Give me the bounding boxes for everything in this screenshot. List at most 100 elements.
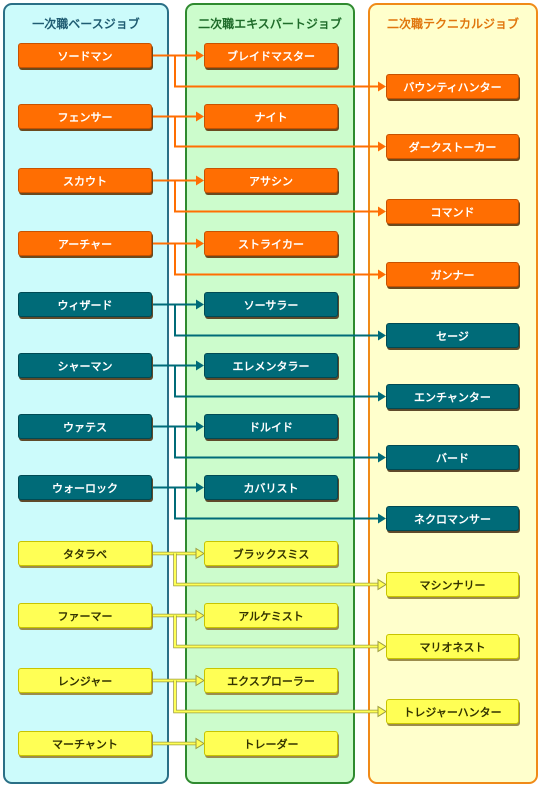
expert-job-box-label: ブラックスミス (232, 547, 310, 561)
arrow-to-technical (378, 330, 386, 341)
expert-job-box-label: ストライカー (238, 237, 304, 251)
expert-job-box: トレーダー (204, 731, 338, 756)
arrow-to-expert (196, 175, 204, 186)
technical-job-box: バード (386, 445, 519, 470)
expert-job-box: エレメンタラー (204, 353, 338, 378)
expert-job-box: アサシン (204, 168, 338, 193)
technical-job-box: バウンティハンター (386, 74, 519, 99)
base-job-box: アーチャー (18, 231, 152, 256)
technical-job-box: セージ (386, 323, 519, 348)
arrow-to-expert (196, 50, 204, 61)
base-job-box-label: フェンサー (57, 110, 113, 124)
technical-job-box: ガンナー (386, 262, 519, 287)
arrow-to-expert (195, 547, 205, 560)
base-job-box-label: ファーマー (57, 609, 113, 623)
technical-job-box-label: セージ (436, 329, 469, 343)
technical-job-box-label: ネクロマンサー (414, 512, 491, 526)
expert-job-box-label: カバリスト (243, 481, 299, 495)
base-job-box: マーチャント (18, 731, 152, 756)
expert-job-box-label: エレメンタラー (232, 359, 310, 373)
arrow-to-expert (195, 609, 205, 622)
expert-job-box-label: エクスプローラー (227, 674, 315, 688)
base-job-box-label: ウォーロック (52, 481, 118, 495)
connector-to-technical (174, 304, 380, 337)
technical-job-column-title: 二次職テクニカルジョブ (386, 17, 519, 31)
technical-job-box: トレジャーハンター (386, 699, 519, 724)
base-job-box: フェンサー (18, 104, 152, 129)
base-job-box: ファーマー (18, 603, 152, 628)
expert-job-box-label: ドルイド (249, 420, 293, 434)
technical-job-box: コマンド (386, 199, 519, 224)
expert-job-box: ドルイド (204, 414, 338, 439)
technical-job-box: エンチャンター (386, 384, 519, 409)
expert-job-box-label: トレーダー (243, 737, 299, 751)
connector-to-technical (174, 615, 380, 648)
technical-job-box-label: マリオネスト (419, 640, 486, 654)
expert-job-box: ナイト (204, 104, 338, 129)
connector-to-technical (174, 180, 380, 213)
expert-job-box: エクスプローラー (204, 668, 338, 693)
base-job-box: スカウト (18, 168, 152, 193)
arrow-to-technical (378, 452, 386, 463)
technical-job-box-label: コマンド (430, 205, 475, 219)
connector-to-technical (174, 680, 380, 713)
arrow-to-technical (378, 513, 386, 524)
connector-to-technical (174, 426, 380, 459)
base-job-column: 一次職ベースジョブ (3, 3, 169, 784)
expert-job-box-label: ナイト (254, 110, 288, 124)
arrow-to-technical (378, 206, 386, 217)
base-job-box-label: ウィザード (57, 298, 113, 312)
base-job-box: ソードマン (18, 43, 152, 68)
arrow-to-expert (196, 238, 204, 249)
arrow-to-technical (378, 391, 386, 402)
technical-job-box-label: トレジャーハンター (403, 705, 502, 719)
expert-job-box-label: ブレイドマスター (227, 49, 315, 63)
base-job-box: ウォーロック (18, 475, 152, 500)
technical-job-box: ダークストーカー (386, 134, 519, 159)
arrow-to-expert (196, 111, 204, 122)
connector-to-technical (174, 243, 380, 276)
connector-to-technical (174, 116, 380, 148)
base-job-box: タタラベ (18, 541, 152, 566)
technical-job-box: マシンナリー (386, 572, 519, 597)
arrow-to-expert (196, 299, 204, 310)
base-job-box-label: タタラベ (63, 547, 107, 561)
base-job-box: シャーマン (18, 353, 152, 378)
arrow-to-expert (195, 674, 205, 687)
technical-job-box: マリオネスト (386, 634, 519, 659)
connector-to-technical (174, 553, 380, 586)
base-job-box: ウァテス (18, 414, 152, 439)
expert-job-box: ストライカー (204, 231, 338, 256)
arrow-to-expert (196, 360, 204, 371)
technical-job-box-label: エンチャンター (414, 390, 491, 404)
expert-job-box: カバリスト (204, 475, 338, 500)
expert-job-box-label: ソーサラー (243, 298, 299, 312)
base-job-box-label: アーチャー (57, 237, 113, 251)
expert-job-column: 二次職エキスパートジョブ (185, 3, 355, 784)
expert-job-box: アルケミスト (204, 603, 338, 628)
expert-job-box: ブラックスミス (204, 541, 338, 566)
technical-job-box-label: バード (436, 451, 469, 465)
arrow-to-technical (378, 141, 386, 152)
expert-job-box: ブレイドマスター (204, 43, 338, 68)
connector-to-technical (174, 365, 380, 398)
base-job-box-label: マーチャント (52, 737, 118, 751)
expert-job-column-title: 二次職エキスパートジョブ (198, 17, 342, 31)
base-job-box-label: ソードマン (57, 49, 113, 63)
arrow-to-technical (378, 81, 386, 92)
connector-to-technical (174, 55, 380, 88)
base-job-box: ウィザード (18, 292, 152, 317)
base-job-box: レンジャー (18, 668, 152, 693)
base-job-box-label: シャーマン (57, 359, 113, 373)
technical-job-box-label: ダークストーカー (408, 140, 497, 154)
connector-to-technical (174, 487, 380, 520)
base-job-box-label: ウァテス (63, 420, 107, 434)
technical-job-box-label: ガンナー (430, 268, 475, 282)
arrow-to-expert (195, 737, 205, 750)
expert-job-box-label: アサシン (249, 174, 293, 188)
arrow-to-expert (196, 421, 204, 432)
arrow-to-technical (377, 705, 387, 718)
arrow-to-technical (377, 640, 387, 653)
base-job-box-label: スカウト (63, 174, 107, 188)
